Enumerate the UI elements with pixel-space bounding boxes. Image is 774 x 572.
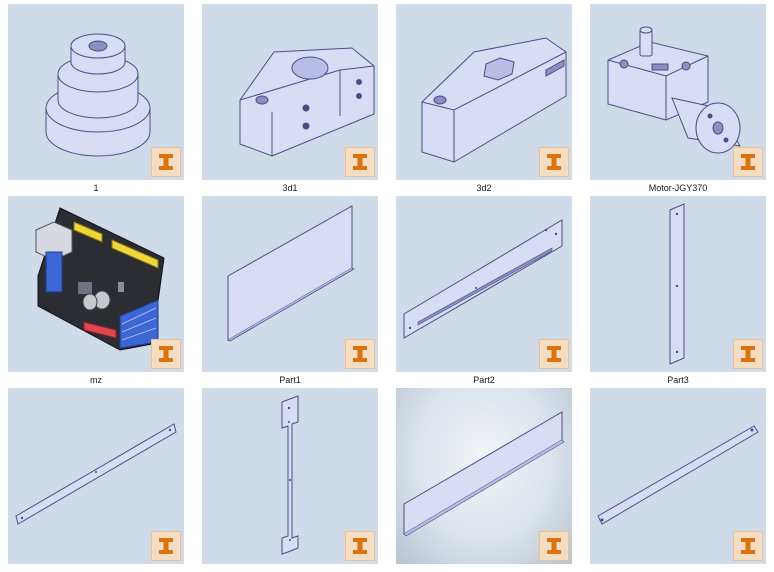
file-name[interactable]: Part3 bbox=[667, 375, 689, 385]
long-plate-thumbnail bbox=[403, 411, 565, 537]
thumbnail[interactable] bbox=[8, 4, 184, 180]
file-name[interactable]: 1 bbox=[93, 183, 99, 193]
file-name[interactable] bbox=[590, 564, 766, 572]
solidworks-part-icon bbox=[539, 531, 569, 561]
solidworks-part-icon bbox=[345, 147, 375, 177]
solidworks-part-icon bbox=[151, 339, 181, 369]
file-tile[interactable] bbox=[8, 388, 184, 572]
solidworks-part-icon bbox=[733, 147, 763, 177]
file-name[interactable]: mz bbox=[90, 375, 102, 385]
file-tile[interactable]: Part3 bbox=[590, 196, 766, 388]
file-tile[interactable]: Motor-JGY370 bbox=[590, 4, 766, 196]
solidworks-part-icon bbox=[345, 531, 375, 561]
file-name[interactable]: Part2 bbox=[473, 375, 495, 385]
file-name[interactable] bbox=[8, 564, 184, 572]
vertical-bar-thumbnail bbox=[669, 203, 685, 365]
gear-motor-thumbnail bbox=[607, 26, 741, 154]
file-name[interactable]: Part1 bbox=[279, 375, 301, 385]
solidworks-part-icon bbox=[151, 147, 181, 177]
file-tile[interactable]: 1 bbox=[8, 4, 184, 196]
solidworks-part-icon bbox=[539, 147, 569, 177]
file-tile[interactable]: Part1 bbox=[202, 196, 378, 388]
thumbnail[interactable] bbox=[202, 388, 378, 564]
file-name[interactable] bbox=[396, 564, 572, 572]
thumbnail[interactable] bbox=[590, 4, 766, 180]
thumbnail[interactable] bbox=[8, 388, 184, 564]
file-tile[interactable] bbox=[202, 388, 378, 572]
file-name[interactable]: Motor-JGY370 bbox=[648, 183, 708, 193]
thumbnail[interactable] bbox=[396, 4, 572, 180]
solidworks-part-icon bbox=[733, 531, 763, 561]
file-tile[interactable] bbox=[396, 388, 572, 572]
thumbnail[interactable] bbox=[590, 196, 766, 372]
diagonal-bar-thumbnail bbox=[15, 423, 177, 525]
thumbnail[interactable] bbox=[202, 4, 378, 180]
thumbnail[interactable] bbox=[590, 388, 766, 564]
thumbnail[interactable] bbox=[396, 196, 572, 372]
arduino-board-thumbnail bbox=[35, 207, 165, 351]
diagonal-bar-thumbnail bbox=[597, 425, 759, 525]
file-tile[interactable]: 3d2 bbox=[396, 4, 572, 196]
solidworks-part-icon bbox=[345, 339, 375, 369]
thumbnail[interactable] bbox=[396, 388, 572, 564]
clamp-part-thumbnail bbox=[421, 37, 567, 163]
file-tile[interactable] bbox=[590, 388, 766, 572]
bracket-part-thumbnail bbox=[239, 47, 375, 157]
stepped-bar-thumbnail bbox=[281, 395, 299, 555]
file-tile[interactable]: mz bbox=[8, 196, 184, 388]
file-name[interactable] bbox=[202, 564, 378, 572]
pulley-part-thumbnail bbox=[45, 33, 151, 157]
thumbnail[interactable] bbox=[8, 196, 184, 372]
file-name[interactable]: 3d1 bbox=[282, 183, 298, 193]
slotted-bar-thumbnail bbox=[403, 219, 563, 339]
solidworks-part-icon bbox=[733, 339, 763, 369]
thumbnail[interactable] bbox=[202, 196, 378, 372]
plate-part-thumbnail bbox=[227, 205, 355, 342]
file-tile[interactable]: 3d1 bbox=[202, 4, 378, 196]
file-name[interactable]: 3d2 bbox=[476, 183, 492, 193]
solidworks-part-icon bbox=[539, 339, 569, 369]
file-tile[interactable]: Part2 bbox=[396, 196, 572, 388]
solidworks-part-icon bbox=[151, 531, 181, 561]
